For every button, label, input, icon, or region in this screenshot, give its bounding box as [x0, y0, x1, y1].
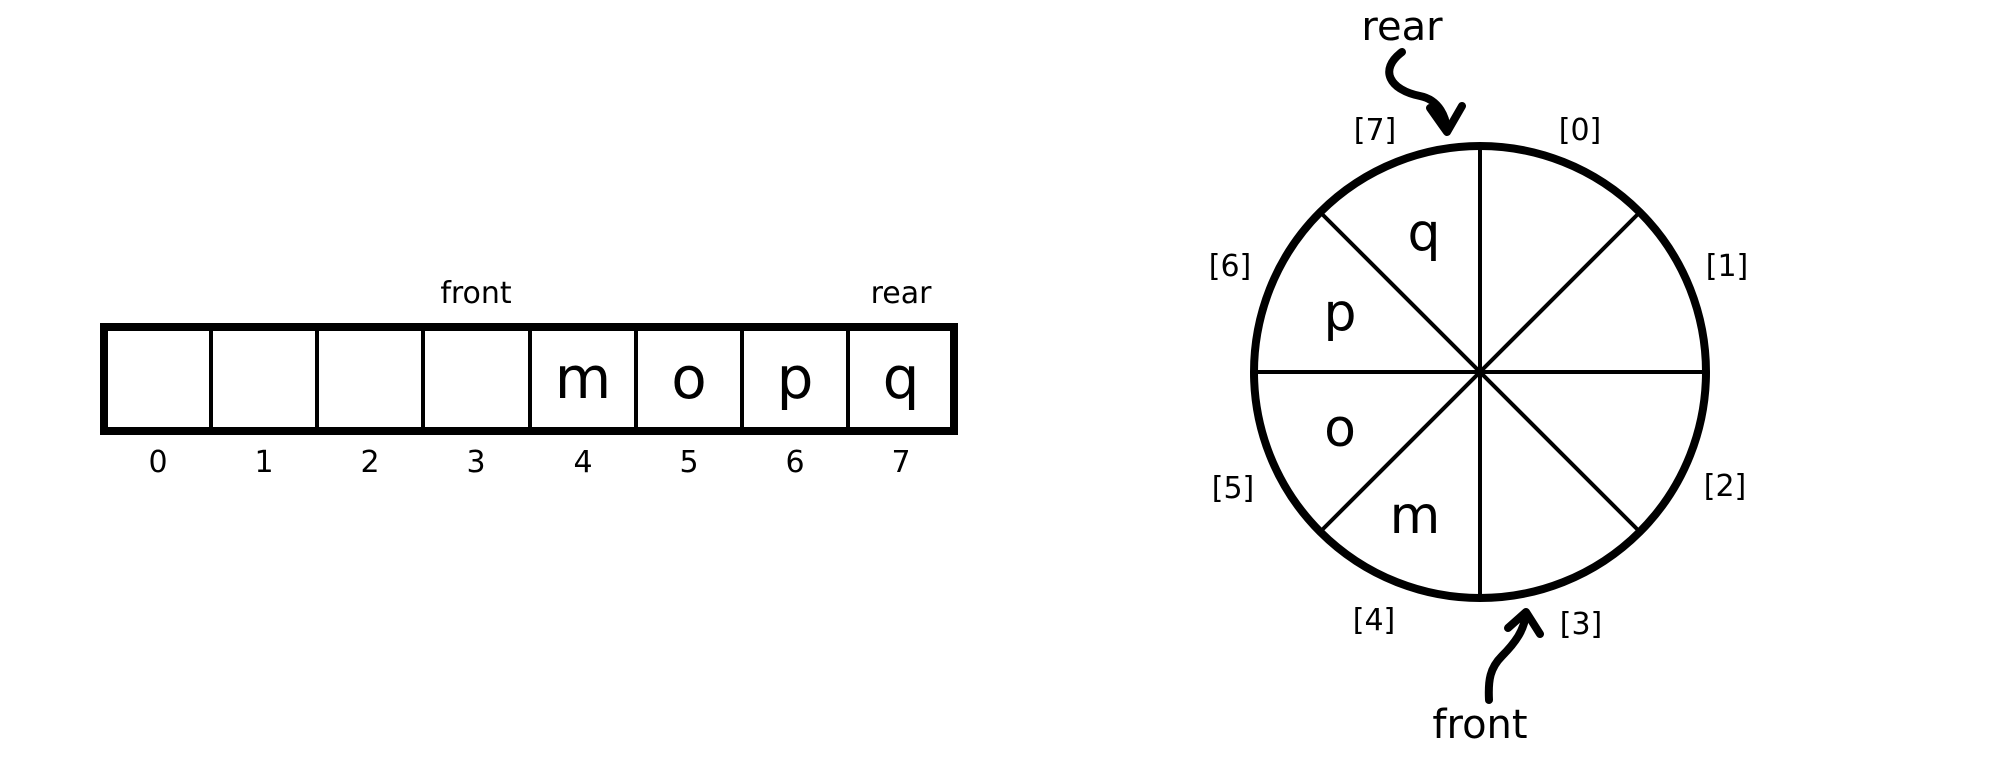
ring-index-5: [5]	[1212, 471, 1255, 506]
array-index-1: 1	[254, 445, 273, 480]
array-index-7: 7	[891, 445, 910, 480]
ring-rear-arrowhead-icon	[1426, 102, 1466, 136]
ring-rear-arrow-icon	[1385, 48, 1451, 134]
array-index-4: 4	[573, 445, 592, 480]
ring-index-7: [7]	[1354, 113, 1397, 148]
ring-spoke-diagonal	[1318, 210, 1642, 534]
ring-index-2: [2]	[1704, 469, 1747, 504]
array-cell-5: o	[671, 344, 707, 412]
array-index-2: 2	[360, 445, 379, 480]
ring-index-0: [0]	[1559, 113, 1602, 148]
array-front-label: front	[440, 276, 512, 311]
array-rear-label: rear	[871, 276, 933, 311]
array-index-0: 0	[148, 445, 167, 480]
array-cell-6: p	[777, 344, 814, 412]
array-cell-4: m	[555, 344, 612, 412]
ring-index-3: [3]	[1560, 607, 1603, 642]
array-index-3: 3	[466, 445, 485, 480]
ring-front-arrow-icon	[1484, 610, 1530, 704]
array-index-5: 5	[679, 445, 698, 480]
ring-slot-4: m	[1390, 486, 1441, 546]
ring-index-1: [1]	[1706, 249, 1749, 284]
ring-slot-7: q	[1407, 203, 1440, 263]
ring-front-arrowhead-icon	[1504, 608, 1544, 638]
ring-front-label: front	[1432, 702, 1527, 748]
circular-buffer: m o p q [0] [1] [2] [3] [4] [5] [6] [7] …	[1209, 4, 1749, 748]
array-cell-7: q	[883, 344, 920, 412]
ring-index-6: [6]	[1209, 249, 1252, 284]
ring-slot-5: o	[1324, 399, 1356, 459]
array-index-6: 6	[785, 445, 804, 480]
ring-rear-label: rear	[1361, 4, 1443, 50]
linear-array: m o p q 0 1 2 3 4 5 6 7 front rear	[100, 276, 958, 480]
ring-index-4: [4]	[1353, 603, 1396, 638]
ring-slot-6: p	[1323, 283, 1356, 343]
